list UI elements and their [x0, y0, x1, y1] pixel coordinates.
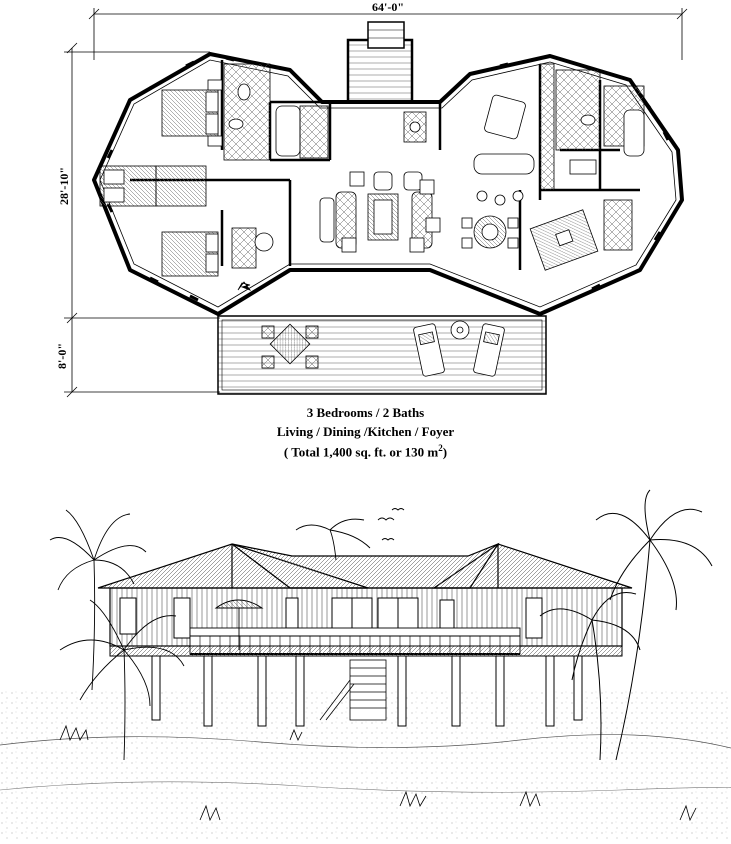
bed-upper-left [161, 79, 223, 147]
palm-tree-right-tall [595, 489, 713, 761]
living-room-furniture [319, 111, 441, 253]
shrubs [59, 724, 697, 822]
dimension-deck-depth [64, 318, 220, 398]
caption-total-sup: 2 [438, 443, 443, 453]
elevation-stilts [109, 645, 623, 727]
kitchen-dining [461, 63, 555, 249]
palm-tree-center-back [295, 518, 371, 561]
bed-master-right [529, 199, 633, 271]
elevation-stair [319, 659, 387, 721]
twin-beds-left [99, 165, 207, 207]
bath-upper-right [555, 69, 645, 175]
roof [97, 542, 633, 589]
dimension-overall-width [88, 8, 688, 60]
deck-depth-label: 8'-0" [55, 343, 69, 369]
caption-rooms: 3 Bedrooms / 2 Baths [306, 405, 425, 420]
caption-total-prefix: ( Total 1,400 sq. ft. or 130 m [283, 444, 439, 460]
deck-loungers [413, 320, 505, 377]
entry-stair [346, 21, 414, 104]
caption-areas: Living / Dining /Kitchen / Foyer [276, 424, 455, 439]
palm-tree-left-front [59, 599, 185, 761]
deck-dining-set [261, 323, 319, 369]
birds [377, 508, 405, 541]
balcony-umbrella [214, 599, 264, 650]
overall-width-label: 64'-0" [372, 0, 404, 14]
bath-upper-left [223, 63, 329, 161]
palm-tree-left-back [49, 509, 147, 691]
house-depth-label: 28'-10" [57, 167, 71, 205]
palm-tree-right-front [539, 592, 641, 761]
caption-total: ( Total 1,400 sq. ft. or 130 m2) [0, 443, 731, 460]
caption-total-suffix: ) [442, 444, 448, 460]
bed-lower-left [161, 227, 274, 291]
